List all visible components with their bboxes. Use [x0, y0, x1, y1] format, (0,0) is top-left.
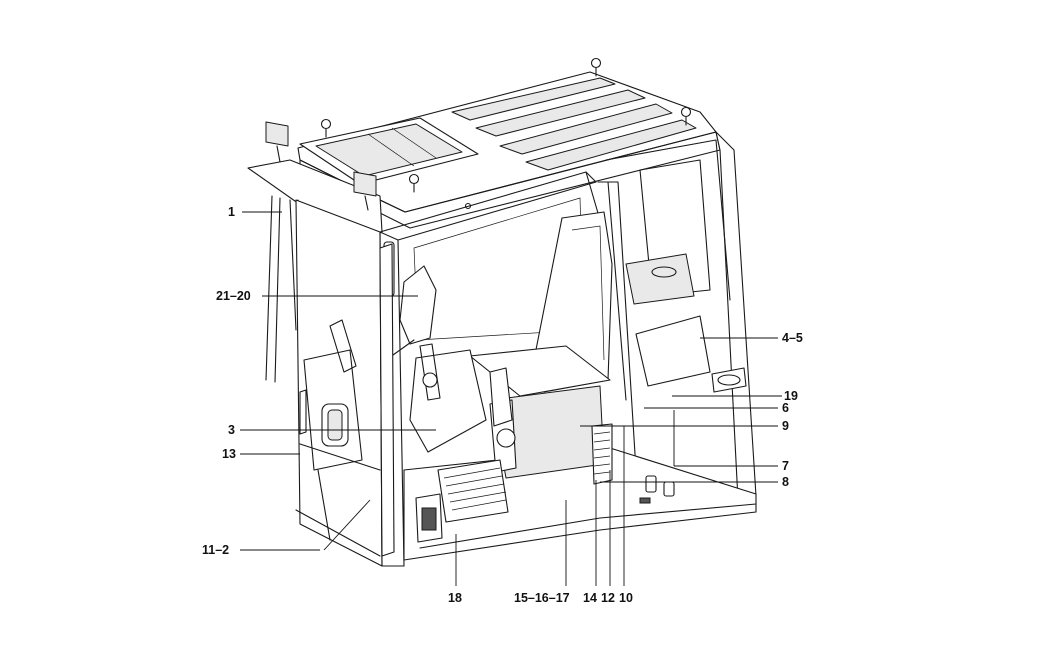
operator-seat: [469, 211, 613, 479]
callout-10: 10: [619, 591, 633, 605]
callout-13: 13: [222, 447, 236, 461]
lifting-eye-1-icon: [590, 57, 602, 77]
right-console: [489, 367, 516, 448]
callout-9: 9: [782, 419, 789, 433]
callout-4-5: 4–5: [782, 331, 803, 345]
callout-11-2: 11–2: [202, 543, 229, 557]
cab-roof: [297, 71, 721, 229]
rear-storage-box: [625, 253, 747, 393]
callout-18: 18: [448, 591, 462, 605]
callout-6: 6: [782, 401, 789, 415]
callout-labels: 1 21–20 3 13 11–2 18 15–16–17 14 12 10 4…: [202, 205, 803, 605]
lifting-eye-4-icon: [408, 173, 420, 193]
lifting-eye-3-icon: [320, 118, 332, 138]
callout-3: 3: [228, 423, 235, 437]
left-console: [409, 343, 487, 453]
floor-vent: [415, 459, 509, 543]
callout-19: 19: [784, 389, 798, 403]
leader-lines: [240, 211, 782, 586]
seat-base: [591, 423, 675, 504]
callout-8: 8: [782, 475, 789, 489]
callout-21-20: 21–20: [216, 289, 251, 303]
callout-7: 7: [782, 459, 789, 473]
lower-frame: [295, 243, 395, 557]
leader-11-2b: [323, 499, 371, 551]
left-side-panel: [299, 319, 363, 471]
callout-12: 12: [601, 591, 615, 605]
lifting-eye-2-icon: [680, 106, 692, 126]
callout-14: 14: [583, 591, 597, 605]
callout-1: 1: [228, 205, 235, 219]
callout-15-16-17: 15–16–17: [514, 591, 570, 605]
